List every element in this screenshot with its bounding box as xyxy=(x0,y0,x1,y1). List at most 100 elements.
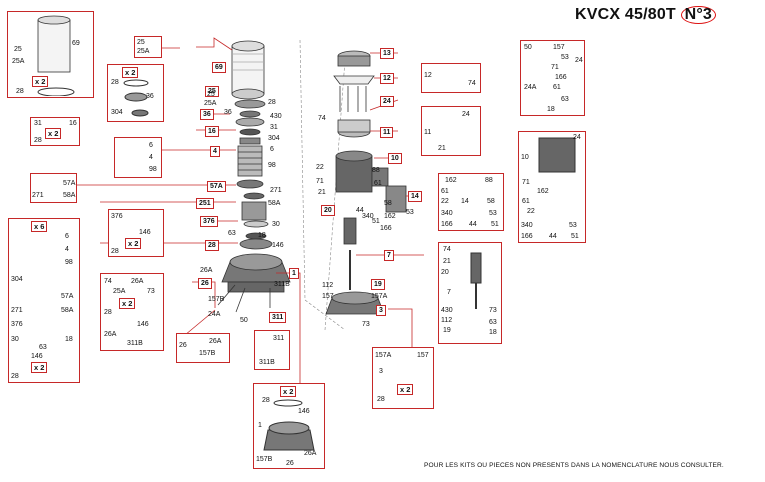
part-44: 44 xyxy=(469,221,477,228)
part-51: 51 xyxy=(571,233,579,240)
part-53: 53 xyxy=(569,222,577,229)
part-25: 25 xyxy=(14,46,22,53)
label-162: 162 xyxy=(384,213,396,220)
part-146: 146 xyxy=(137,321,149,328)
part-271: 271 xyxy=(32,192,44,199)
label-74: 74 xyxy=(318,115,326,122)
part-22: 22 xyxy=(527,208,535,215)
label-340: 340 xyxy=(362,213,374,220)
qty-badge: x 2 xyxy=(125,238,142,249)
part-20: 20 xyxy=(441,269,449,276)
label-36: 36 xyxy=(224,109,232,116)
part-311: 311 xyxy=(273,335,285,342)
part-28: 28 xyxy=(16,88,24,95)
part-71: 71 xyxy=(522,179,530,186)
label-166: 166 xyxy=(380,225,392,232)
motor-drawing xyxy=(325,50,407,315)
part-7: 7 xyxy=(447,289,451,296)
part-73: 73 xyxy=(489,307,497,314)
callout-10: 10 xyxy=(388,153,402,164)
part-26A: 26A xyxy=(304,450,317,457)
kit-69-drawing xyxy=(37,15,75,96)
label-73: 73 xyxy=(362,321,370,328)
part-271: 271 xyxy=(11,307,23,314)
part-166: 166 xyxy=(521,233,533,240)
part-311B: 311B xyxy=(259,359,275,366)
part-74: 74 xyxy=(468,80,476,87)
diagram-number: N°3 xyxy=(680,6,717,24)
part-28: 28 xyxy=(111,79,119,86)
part-26: 26 xyxy=(179,342,187,349)
kit-28-box: 74 26A 25A 73 x 2 28 146 26A 311B xyxy=(100,273,164,351)
kit-10-drawing xyxy=(538,137,576,173)
part-63: 63 xyxy=(489,319,497,326)
qty-badge: x 2 xyxy=(280,386,297,397)
part-30: 30 xyxy=(11,336,19,343)
label-31: 31 xyxy=(270,124,278,131)
label-25: 25 xyxy=(207,91,215,98)
callout-1: 1 xyxy=(289,268,299,279)
part-430: 430 xyxy=(441,307,453,314)
callout-26: 26 xyxy=(198,278,212,289)
part-58A: 58A xyxy=(61,307,74,314)
callout-7: 7 xyxy=(384,250,394,261)
part-22: 22 xyxy=(441,198,449,205)
label-311B: 311B xyxy=(274,281,290,288)
part-311B: 311B xyxy=(127,340,143,347)
part-71: 71 xyxy=(551,64,559,71)
part-25A: 25A xyxy=(137,48,150,55)
part-157B: 157B xyxy=(199,350,216,357)
part-26A: 26A xyxy=(131,278,144,285)
callout-13: 13 xyxy=(380,48,394,59)
label-24A: 24A xyxy=(208,311,221,318)
part-98: 98 xyxy=(149,166,157,173)
kit-11-box: 24 11 21 xyxy=(421,106,481,156)
part-26A: 26A xyxy=(209,338,222,345)
label-157: 157 xyxy=(322,293,334,300)
callout-25: 25 xyxy=(205,86,219,97)
label-53: 53 xyxy=(406,209,414,216)
label-63: 63 xyxy=(228,230,236,237)
part-6: 6 xyxy=(65,233,69,240)
model-name: KVCX 45/80T xyxy=(575,6,676,23)
kit-57A-box: 57A 271 58A xyxy=(30,173,77,203)
part-157: 157 xyxy=(553,44,565,51)
kit-1-drawing xyxy=(263,399,315,451)
qty-badge: x 2 xyxy=(45,128,62,139)
part-28: 28 xyxy=(262,397,270,404)
part-157: 157 xyxy=(417,352,429,359)
part-18: 18 xyxy=(547,106,555,113)
part-376: 376 xyxy=(11,321,23,328)
label-271: 271 xyxy=(270,187,282,194)
label-304: 304 xyxy=(268,135,280,142)
label-22: 22 xyxy=(316,164,324,171)
part-157B: 157B xyxy=(256,456,273,463)
part-73: 73 xyxy=(147,288,155,295)
kit-311-box: 311 311B xyxy=(254,330,290,370)
part-69: 69 xyxy=(72,40,80,47)
callout-14: 14 xyxy=(408,191,422,202)
kit-3-box: 157A 157 3 x 2 28 xyxy=(372,347,434,409)
callout-3: 3 xyxy=(376,305,386,316)
part-112: 112 xyxy=(441,317,453,324)
part-36: 36 xyxy=(146,93,154,100)
part-74: 74 xyxy=(443,246,451,253)
qty-badge: x 2 xyxy=(397,384,414,395)
part-11: 11 xyxy=(424,129,432,136)
label-112: 112 xyxy=(322,282,334,289)
label-157B: 157B xyxy=(208,296,225,303)
part-166: 166 xyxy=(555,74,567,81)
part-28: 28 xyxy=(34,137,42,144)
part-51: 51 xyxy=(491,221,499,228)
part-157A: 157A xyxy=(375,352,392,359)
label-61: 61 xyxy=(374,180,382,187)
part-44: 44 xyxy=(549,233,557,240)
part-24: 24 xyxy=(462,111,470,118)
part-146: 146 xyxy=(139,229,151,236)
callout-4: 4 xyxy=(210,146,220,157)
part-63: 63 xyxy=(39,344,47,351)
label-146: 146 xyxy=(272,242,284,249)
part-162: 162 xyxy=(445,177,457,184)
part-31: 31 xyxy=(34,120,42,127)
callout-376: 376 xyxy=(200,216,218,227)
